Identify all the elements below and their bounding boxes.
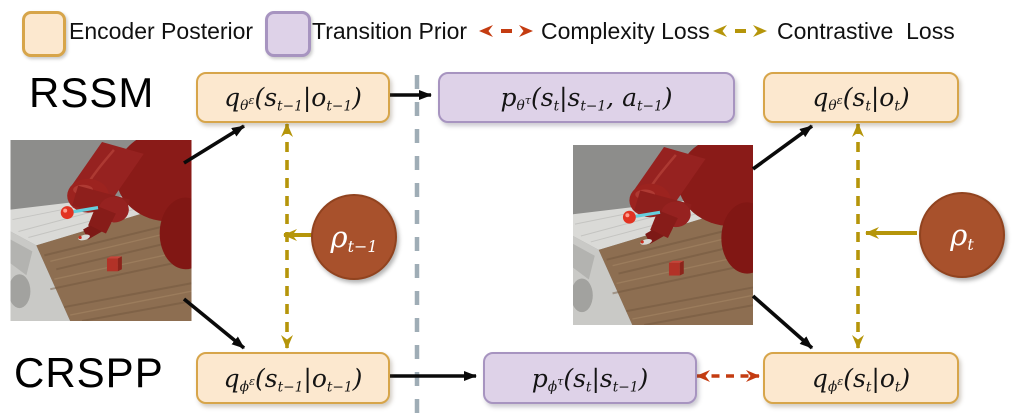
arrow-obs-left-to-rssm-encoder bbox=[183, 124, 245, 165]
node-rssm-encoder-cur: qθε(st|ot) bbox=[763, 72, 959, 123]
node-crspp-encoder-prev: qϕε(st−1|ot−1) bbox=[196, 352, 390, 404]
legend-encoder-label: Encoder Posterior bbox=[69, 18, 254, 44]
legend-contrastive-label: Contrastive Loss bbox=[777, 18, 955, 44]
rho-prev-label: ρt−1 bbox=[330, 219, 378, 256]
node-rssm-encoder-prev: qθε(st−1|ot−1) bbox=[196, 72, 390, 123]
observation-image-right bbox=[573, 145, 753, 325]
arrow-obs-right-to-crspp-encoder bbox=[751, 294, 814, 350]
math-expression: pθτ(st|st−1, at−1) bbox=[500, 83, 673, 115]
rssm-row-label: RSSM bbox=[29, 69, 155, 116]
math-expression: qθε(st|ot) bbox=[812, 83, 910, 115]
crspp-row-label: CRSPP bbox=[14, 349, 164, 396]
rho-prev-circle: ρt−1 bbox=[311, 194, 397, 280]
arrow-obs-right-to-rssm-encoder bbox=[751, 124, 814, 171]
math-expression: qϕε(st|ot) bbox=[811, 363, 911, 395]
legend-complexity-label: Complexity Loss bbox=[541, 18, 710, 44]
observation-image-left bbox=[10, 140, 192, 321]
legend-prior-label: Transition Prior bbox=[312, 18, 468, 44]
legend-prior-swatch bbox=[265, 11, 311, 57]
math-expression: qθε(st−1|ot−1) bbox=[224, 83, 362, 115]
node-crspp-transition-prior: pϕτ(st|st−1) bbox=[483, 352, 697, 404]
math-expression: pϕτ(st|st−1) bbox=[531, 363, 649, 395]
rho-cur-label: ρt bbox=[950, 217, 974, 254]
node-rssm-transition-prior: pθτ(st|st−1, at−1) bbox=[438, 72, 735, 123]
arrow-obs-left-to-crspp-encoder bbox=[182, 297, 246, 350]
node-crspp-encoder-cur: qϕε(st|ot) bbox=[763, 352, 959, 404]
math-expression: qϕε(st−1|ot−1) bbox=[223, 363, 363, 395]
rho-cur-circle: ρt bbox=[919, 192, 1005, 278]
legend-encoder-swatch bbox=[22, 11, 66, 57]
